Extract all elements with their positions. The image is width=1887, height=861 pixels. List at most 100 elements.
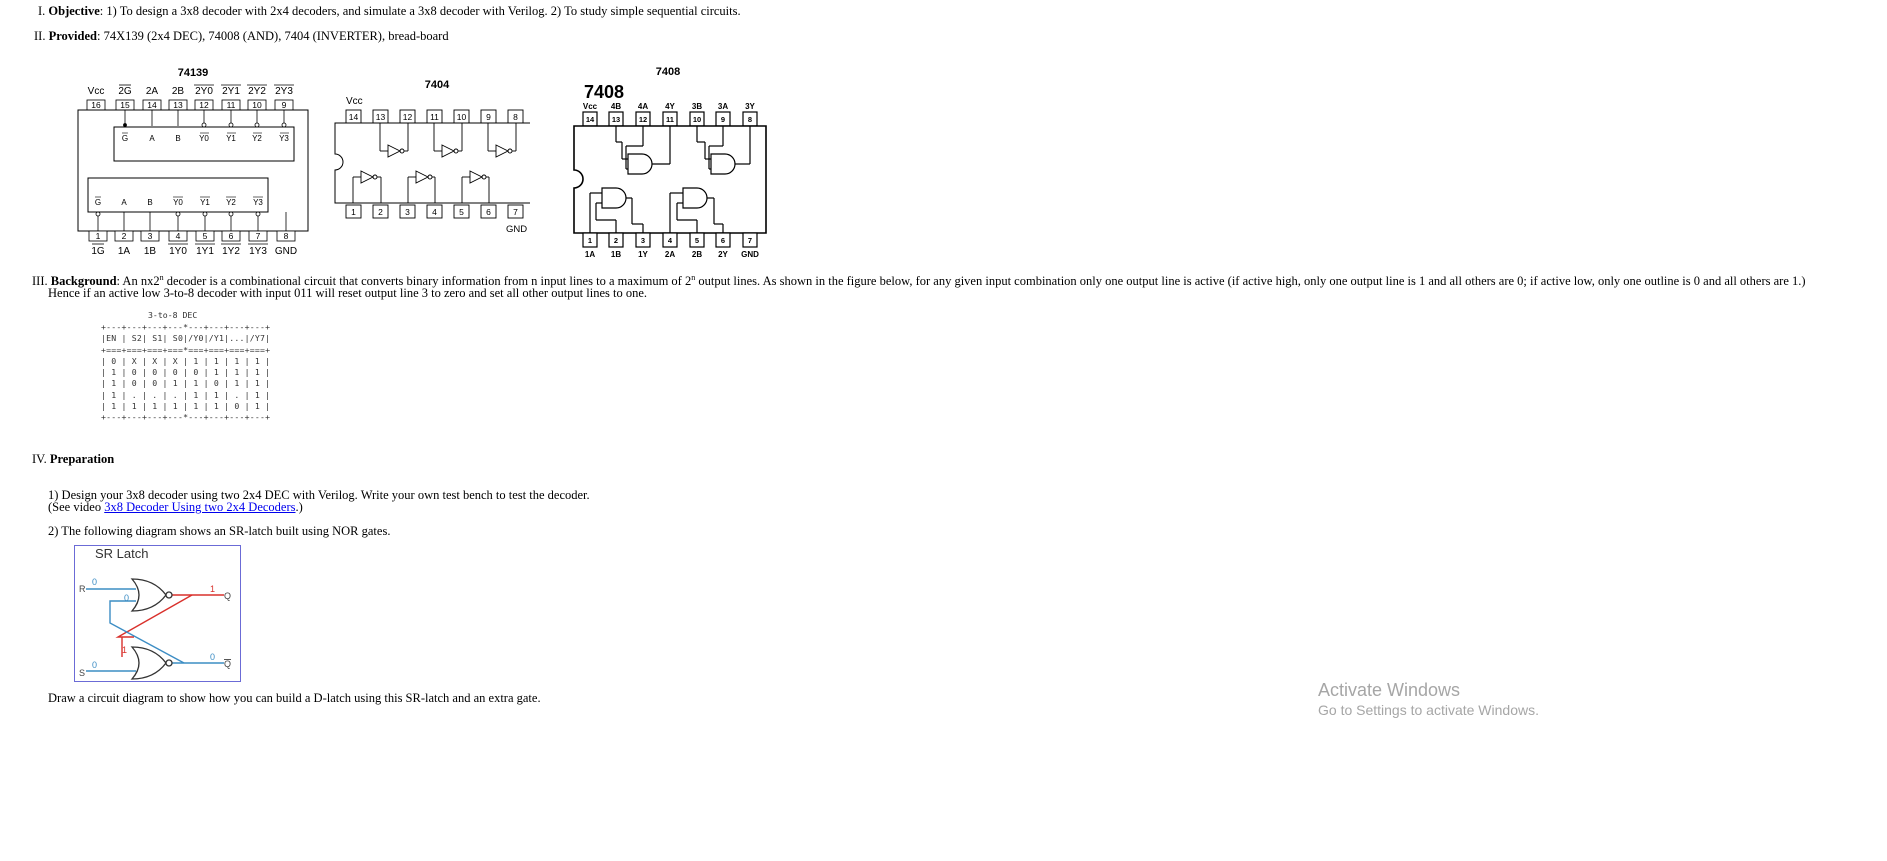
- pin-number: 13: [612, 115, 620, 124]
- inner-label: Y3: [279, 134, 289, 143]
- pin-number: 14: [586, 115, 595, 124]
- bottom-nor-bubble: [165, 659, 173, 667]
- pin-number: 6: [229, 231, 234, 241]
- top-input-value: 0: [124, 593, 129, 603]
- chip-7408-name: 7408: [584, 82, 624, 102]
- pin-label: 3Y: [745, 102, 755, 111]
- provided-prefix: II.: [34, 29, 46, 43]
- s-value: 0: [92, 660, 97, 670]
- pin-label: GND: [275, 246, 297, 257]
- bottom-nor-gate: [130, 646, 167, 680]
- sr-latch-title: SR Latch: [95, 546, 148, 561]
- background-text-b: decoder is a combinational circuit that …: [163, 274, 692, 289]
- pin-number: 16: [91, 100, 101, 110]
- pin-number: 14: [147, 100, 157, 110]
- objective-label: Objective: [48, 4, 100, 18]
- pin-number: 4: [668, 236, 673, 245]
- objective-text: : 1) To design a 3x8 decoder with 2x4 de…: [99, 4, 741, 18]
- pin-label: 1B: [611, 250, 621, 259]
- pin-number: 2: [378, 207, 383, 217]
- pin-label: 1Y3: [249, 246, 267, 257]
- sr-latch-frame: [74, 545, 241, 682]
- video-link[interactable]: 3x8 Decoder Using two 2x4 Decoders: [104, 500, 296, 514]
- q-feedback-wire: [115, 594, 193, 638]
- pin-number: 3: [148, 231, 153, 241]
- chip-74139-lower-inner-labels: G A B Y0 Y1 Y2 Y3: [95, 198, 264, 207]
- background-line-1: III. Background: An nx2n decoder is a co…: [32, 273, 1806, 289]
- background-sup-b: n: [691, 273, 696, 282]
- pin-number: 9: [486, 112, 491, 122]
- pin-number: 5: [459, 207, 464, 217]
- pin-label: 2B: [692, 250, 702, 259]
- qbar-feedback-wire: [109, 600, 185, 664]
- pin-number: 15: [120, 100, 130, 110]
- pin-number: 1: [351, 207, 356, 217]
- pin-label: 2B: [172, 86, 185, 97]
- q-value: 1: [210, 584, 215, 594]
- pin-number: 4: [176, 231, 181, 241]
- chip-7404-body: [334, 122, 530, 204]
- pin-label: 1A: [118, 246, 131, 257]
- r-value: 0: [92, 577, 97, 587]
- pin-number: 13: [376, 112, 386, 122]
- background-prefix: III.: [32, 274, 48, 289]
- pin-number: 8: [513, 112, 518, 122]
- inner-label: Y1: [200, 198, 210, 207]
- pin-label: 2Y2: [248, 86, 266, 97]
- pin-number: 7: [256, 231, 261, 241]
- pin-label: 3A: [718, 102, 728, 111]
- inner-label: Y3: [253, 198, 263, 207]
- pin-number: 10: [457, 112, 467, 122]
- background-line-2: Hence if an active low 3-to-8 decoder wi…: [48, 286, 648, 300]
- pin-number: 9: [282, 100, 287, 110]
- pin-number: 10: [693, 115, 701, 124]
- pin-number: 8: [748, 115, 752, 124]
- background-sup-a: n: [159, 273, 164, 282]
- pin-number: 1: [96, 231, 101, 241]
- pin-label: Vcc: [88, 86, 105, 97]
- pin-label: 1Y2: [222, 246, 240, 257]
- watermark-line-1: Activate Windows: [1318, 680, 1461, 700]
- top-nor-gate: [130, 578, 167, 612]
- pin-number: 6: [486, 207, 491, 217]
- r-label: R: [79, 584, 86, 594]
- inner-label: Y0: [173, 198, 183, 207]
- pin-label: 1B: [144, 246, 157, 257]
- pin-number: 11: [430, 112, 439, 122]
- pin-number: 11: [666, 115, 674, 124]
- provided-line: II. Provided: 74X139 (2x4 DEC), 74008 (A…: [34, 29, 449, 44]
- chip-74139-upper-decoder: [113, 126, 295, 162]
- qbar-label: Q: [224, 659, 231, 669]
- chip-7404-diagram: 7404 Vcc 14 13 12 11 10 9 8 1 2 3 4 5 6 …: [334, 79, 530, 235]
- inner-label: B: [147, 198, 152, 207]
- inner-label: Y0: [199, 134, 209, 143]
- pin-label: 2G: [118, 86, 132, 97]
- pin-label: Vcc: [583, 102, 598, 111]
- pin-number: 8: [284, 231, 289, 241]
- inner-label: G: [122, 134, 128, 143]
- chip-7408-top-labels: Vcc 4B 4A 4Y 3B 3A 3Y: [583, 102, 756, 111]
- qbar-value: 0: [210, 652, 215, 662]
- chip-7404-vcc-label: Vcc: [346, 96, 363, 107]
- preparation-item-1-note: (See video 3x8 Decoder Using two 2x4 Dec…: [48, 500, 303, 515]
- chip-7408-top-pins: 14 13 12 11 10 9 8: [582, 111, 758, 127]
- pin-number: 2: [122, 231, 127, 241]
- pin-label: 2Y1: [222, 86, 240, 97]
- chip-7408-bottom-labels: 1A 1B 1Y 2A 2B 2Y GND: [585, 250, 759, 259]
- s-label: S: [79, 668, 85, 678]
- chip-74139-upper-inner-labels: G A B Y0 Y1 Y2 Y3: [122, 134, 290, 143]
- pin-number: 3: [405, 207, 410, 217]
- chip-74139-title: 74139: [178, 67, 209, 79]
- chip-74139-bottom-pins: 1 2 3 4 5 6 7 8: [88, 230, 296, 242]
- chip-74139-diagram: 74139 Vcc 2G 2A 2B 2Y0 2Y1 2Y2 2Y3 16 15…: [77, 67, 309, 257]
- pin-label: 2Y3: [275, 86, 293, 97]
- preparation-item-1: 1) Design your 3x8 decoder using two 2x4…: [48, 488, 590, 502]
- preparation-prefix: IV.: [32, 452, 47, 466]
- inner-label: Y2: [252, 134, 262, 143]
- pin-number: 3: [641, 236, 645, 245]
- chip-7408-diagram: 7408 7408 Vcc 4B 4A 4Y 3B 3A 3Y 14 13 12…: [573, 66, 767, 259]
- pin-number: 11: [227, 100, 236, 110]
- pin-label: 1Y0: [169, 246, 187, 257]
- top-nor-bubble: [165, 591, 173, 599]
- chip-7408-title: 7408: [656, 66, 680, 78]
